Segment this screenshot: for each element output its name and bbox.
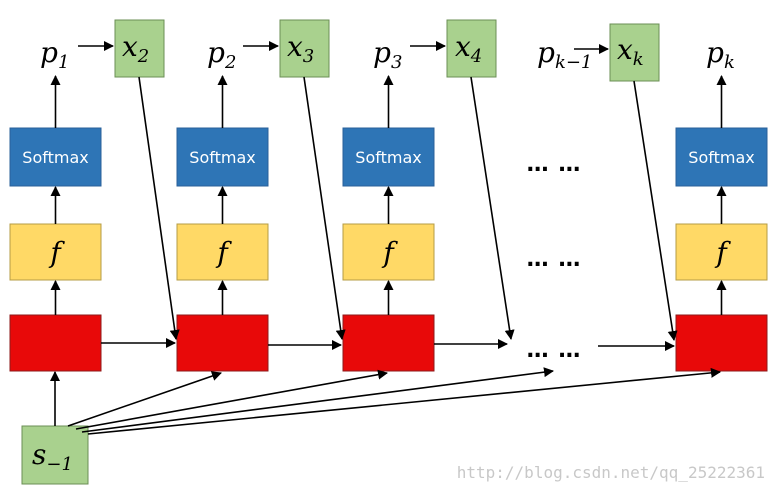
source-s-minus-1-label: s−1 <box>32 438 73 475</box>
x-label-4: x4 <box>455 30 482 67</box>
arrow-x3-to-state3 <box>303 76 346 340</box>
arrow-source-to-state3 <box>75 369 388 430</box>
f-block-3 <box>342 223 435 281</box>
token-x3-box <box>279 19 330 78</box>
arrow-source-to-statek <box>87 367 721 435</box>
x-label-2: x2 <box>122 30 149 67</box>
f-block-k <box>675 223 768 281</box>
hidden-state-1 <box>9 314 102 372</box>
token-xk-box <box>609 23 660 82</box>
softmax-label-k: Softmax <box>688 148 754 167</box>
token-x2-box <box>114 19 165 78</box>
arrow-x4-to-ellipsis <box>470 76 515 340</box>
p-label-2: p2 <box>207 36 236 73</box>
softmax-label-2: Softmax <box>189 148 255 167</box>
arrow-x2-to-state2 <box>138 76 180 340</box>
ellipsis-state-row: … … <box>527 338 582 363</box>
source-s-minus-1-box <box>21 425 89 485</box>
softmax-block-1 <box>9 127 102 187</box>
x-label-k: xk <box>617 33 644 70</box>
watermark-url: http://blog.csdn.net/qq_25222361 <box>457 463 765 482</box>
softmax-block-k <box>675 127 768 187</box>
f-block-1 <box>9 223 102 281</box>
p-label-k-minus-1: pk−1 <box>537 36 592 73</box>
arrow-source-to-state2 <box>67 371 222 427</box>
arrow-source-to-ellipsis <box>81 367 554 433</box>
x-label-3: x3 <box>287 30 314 67</box>
hidden-state-3 <box>342 314 435 372</box>
softmax-label-3: Softmax <box>355 148 421 167</box>
softmax-label-1: Softmax <box>22 148 88 167</box>
p-label-3: p3 <box>373 36 402 73</box>
ellipsis-softmax-row: … … <box>527 152 582 177</box>
arrow-xk-to-statek <box>633 80 678 341</box>
p-label-1: p1 <box>40 36 69 73</box>
p-label-k: pk <box>706 36 735 73</box>
ellipsis-f-row: … … <box>527 247 582 272</box>
token-x4-box <box>446 19 497 78</box>
hidden-state-2 <box>176 314 269 372</box>
hidden-state-k <box>675 314 768 372</box>
